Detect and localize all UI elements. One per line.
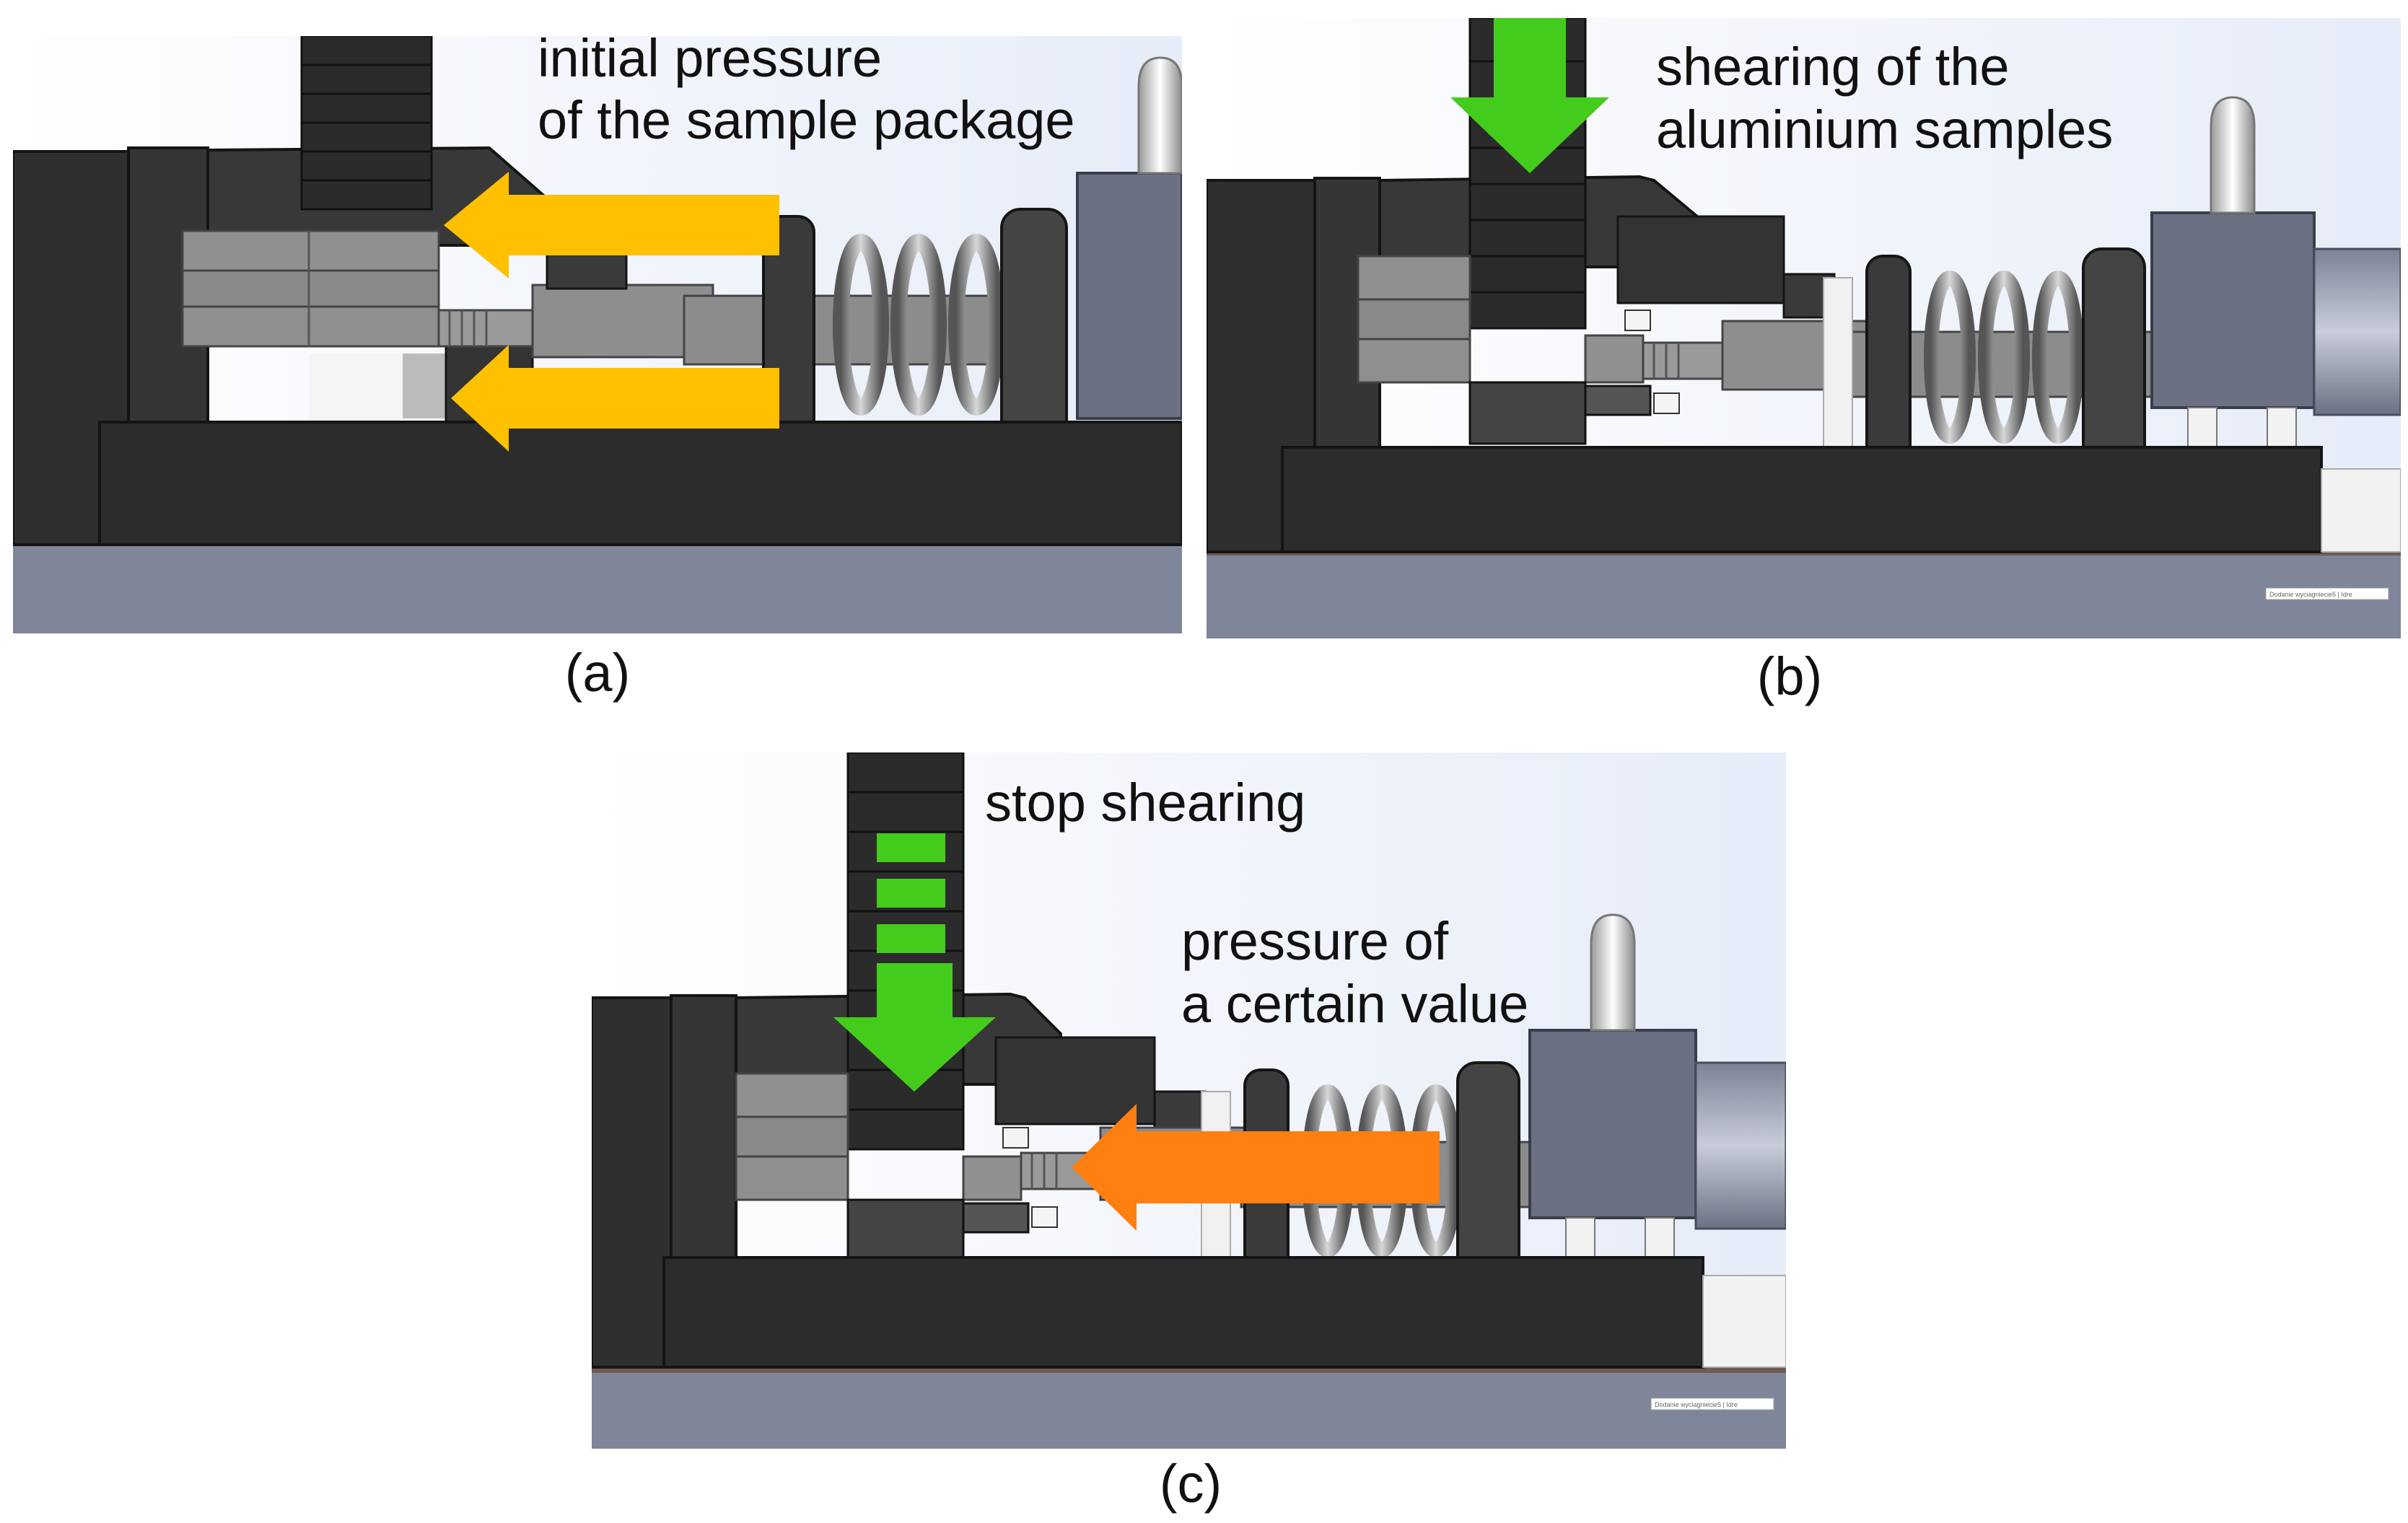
annotation-a: initial pressure of the sample package [538,28,1075,150]
watermark-b: Dodanie wyciagniecie5 | Idre [2269,591,2352,598]
caption-b: (b) [1757,646,1822,706]
annotation-b: shearing of the aluminium samples [1656,37,2113,159]
panel-b: Dodanie wyciagniecie5 | Idre shearing of… [1207,18,2401,706]
caption-a: (a) [565,643,630,703]
panel-c: Dodanie wyciagniecie5 | Idre stop sheari… [592,752,1786,1514]
arrow-yellow-upper [444,172,779,278]
arrow-green-down-c [833,963,996,1092]
annotation-c: pressure of a certain value [1181,911,1528,1034]
arrow-yellow-lower [451,345,779,452]
arrow-orange-left [1072,1104,1440,1231]
panel-a: initial pressure of the sample package (… [13,28,1182,703]
arrow-green-down-b [1450,18,1609,173]
caption-c: (c) [1160,1454,1222,1514]
watermark-c: Dodanie wyciagniecie5 | Idre [1655,1401,1738,1408]
annotation-c-top: stop shearing [985,773,1305,833]
